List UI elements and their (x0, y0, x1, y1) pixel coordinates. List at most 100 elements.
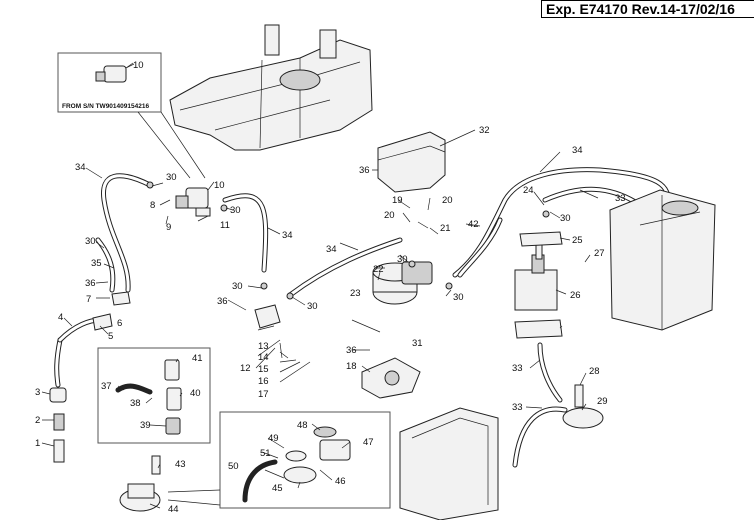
label-1: 1 (35, 438, 40, 449)
label-36-c: 36 (346, 345, 357, 356)
inset-box-filter (97, 347, 211, 444)
label-5: 5 (108, 331, 113, 342)
inset-box-valve (219, 411, 391, 509)
label-33-a: 33 (615, 193, 626, 204)
label-17: 17 (258, 389, 269, 400)
outlet-connector (119, 455, 161, 512)
label-33-c: 33 (512, 402, 523, 413)
valve-assembly (242, 426, 351, 503)
bracket-upper (519, 231, 563, 247)
label-33-b: 33 (512, 363, 523, 374)
label-30-e: 30 (307, 301, 318, 312)
label-34-d: 34 (572, 145, 583, 156)
fitting-6 (92, 313, 113, 331)
label-30-b: 30 (230, 205, 241, 216)
solenoid-valve (175, 187, 211, 217)
machine-frame (169, 24, 373, 151)
label-14: 14 (258, 352, 269, 363)
label-49: 49 (268, 433, 279, 444)
label-21: 21 (440, 223, 451, 234)
clamp-30g (408, 260, 416, 268)
clamp-30e (445, 282, 453, 290)
part-1-shape (53, 439, 65, 463)
boiler (372, 261, 433, 305)
label-27: 27 (594, 248, 605, 259)
inset-pointer-bottom (167, 489, 221, 506)
label-43: 43 (175, 459, 186, 470)
label-4: 4 (58, 312, 63, 323)
label-20-b: 20 (384, 210, 395, 221)
label-46: 46 (335, 476, 346, 487)
label-30-f: 30 (397, 254, 408, 265)
part-3-shape (49, 387, 67, 403)
label-16: 16 (258, 376, 269, 387)
label-38: 38 (130, 398, 141, 409)
label-34-c: 34 (326, 244, 337, 255)
label-28: 28 (589, 366, 600, 377)
label-18: 18 (346, 361, 357, 372)
label-36-b: 36 (217, 296, 228, 307)
clamp-30d (286, 292, 294, 300)
inset-box-serial (57, 52, 162, 113)
label-10-inset: 10 (133, 60, 144, 71)
label-13: 13 (258, 341, 269, 352)
document-reference: Exp. E74170 Rev.14-17/02/16 (541, 0, 754, 18)
label-36-a: 36 (85, 278, 96, 289)
fitting-7 (111, 291, 131, 306)
bracket-lower (514, 319, 563, 339)
clamp-30c (260, 282, 268, 290)
clamp-30f (542, 210, 550, 218)
label-32: 32 (479, 125, 490, 136)
label-20: 20 (442, 195, 453, 206)
label-26: 26 (570, 290, 581, 301)
label-30-a: 30 (166, 172, 177, 183)
label-35: 35 (91, 258, 102, 269)
inset-pointer (137, 111, 206, 179)
label-41: 41 (192, 353, 203, 364)
filter-assembly (115, 359, 182, 435)
label-19: 19 (392, 195, 403, 206)
label-22: 22 (373, 264, 384, 275)
label-40: 40 (190, 388, 201, 399)
label-29: 29 (597, 396, 608, 407)
fitting-12 (254, 304, 281, 329)
label-51: 51 (260, 448, 271, 459)
label-25: 25 (572, 235, 583, 246)
drip-bin (399, 407, 499, 520)
label-24: 24 (523, 185, 534, 196)
label-30-g: 30 (453, 292, 464, 303)
part-2-shape (53, 413, 65, 431)
pump-cover (377, 131, 446, 193)
label-10: 10 (214, 180, 225, 191)
boiler-base (361, 357, 421, 399)
inset-note: FROM S/N TW901409154216 (62, 103, 149, 110)
label-47: 47 (363, 437, 374, 448)
label-7: 7 (86, 294, 91, 305)
label-6: 6 (117, 318, 122, 329)
label-39: 39 (140, 420, 151, 431)
label-30-c: 30 (85, 236, 96, 247)
label-11: 11 (220, 220, 230, 231)
clamp-30a (146, 181, 154, 189)
label-44: 44 (168, 504, 179, 515)
label-2: 2 (35, 415, 40, 426)
label-30-d: 30 (232, 281, 243, 292)
label-31: 31 (412, 338, 423, 349)
label-9: 9 (166, 222, 171, 233)
label-50: 50 (228, 461, 239, 472)
label-23: 23 (350, 288, 361, 299)
pump (514, 244, 558, 311)
label-48: 48 (297, 420, 308, 431)
label-36-d: 36 (359, 165, 370, 176)
label-34-b: 34 (282, 230, 293, 241)
label-45: 45 (272, 483, 283, 494)
label-12: 12 (240, 363, 251, 374)
label-37: 37 (101, 381, 112, 392)
label-3: 3 (35, 387, 40, 398)
part-labels: 1 2 3 4 5 6 7 8 9 10 10 11 12 13 14 15 1… (35, 60, 626, 515)
label-8: 8 (150, 200, 155, 211)
label-42: 42 (468, 219, 479, 230)
tube-33-mid (537, 342, 563, 403)
leader-lines (41, 62, 599, 509)
